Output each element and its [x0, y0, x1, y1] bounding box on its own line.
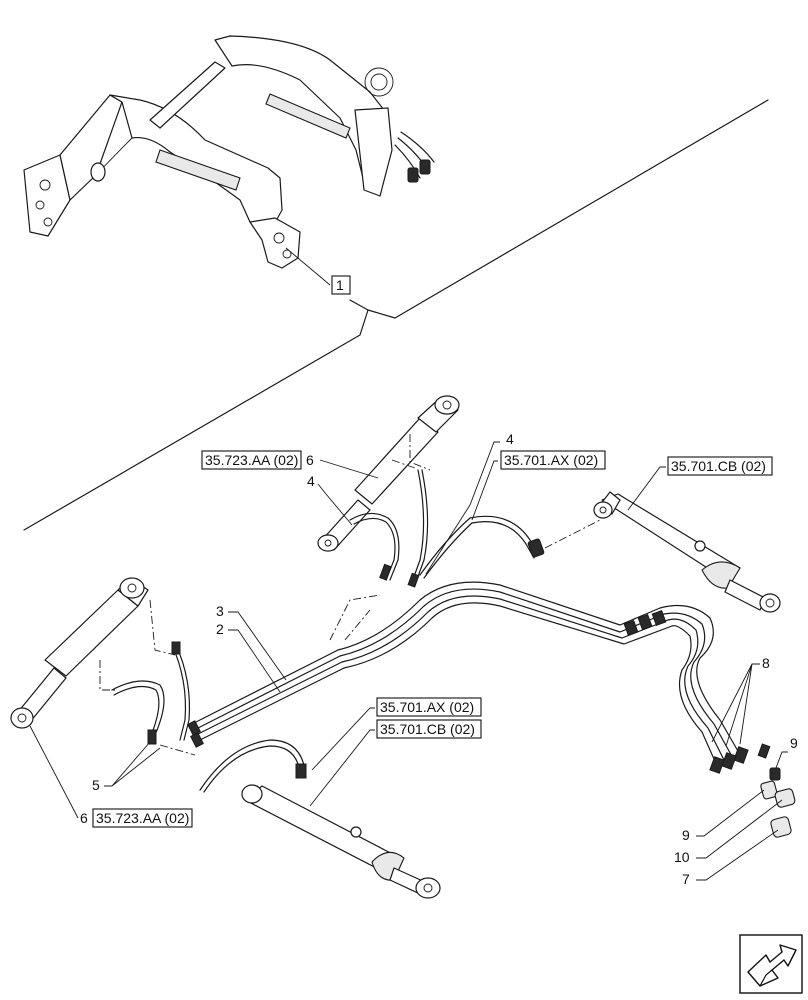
steel-tubes-items-2-3 — [187, 594, 381, 748]
callout-7: 7 — [682, 829, 779, 887]
ref-box-701-cb-bottom: 35.701.CB (02) — [309, 719, 482, 807]
callout-1: 1 — [285, 247, 351, 295]
svg-text:35.723.AA (02): 35.723.AA (02) — [96, 810, 189, 826]
ref-box-723-bottom: 6 35.723.AA (02) — [29, 725, 193, 828]
callout-5: 5 — [92, 741, 161, 793]
svg-text:5: 5 — [92, 777, 100, 793]
svg-text:6: 6 — [80, 810, 88, 826]
svg-text:9: 9 — [682, 827, 690, 843]
left-bottom-cylinder — [10, 577, 176, 729]
callout-4-left: 4 — [307, 473, 353, 526]
loader-frame-illustration — [23, 35, 435, 269]
ref-box-723-top: 35.723.AA (02) 6 — [201, 450, 379, 479]
svg-text:35.701.CB (02): 35.701.CB (02) — [380, 721, 475, 737]
callout-4-right: 4 — [425, 431, 514, 575]
callout-9-left: 9 — [682, 789, 765, 843]
callout-10: 10 — [674, 799, 783, 865]
hose-item-4-left — [349, 469, 429, 588]
ref-box-701-ax-top: 35.701.AX (02) — [471, 450, 606, 521]
svg-text:10: 10 — [674, 849, 690, 865]
left-lift-cylinder — [317, 395, 460, 552]
section-divider — [23, 99, 769, 531]
hose-bundle-item-8 — [337, 581, 771, 774]
right-tilt-cylinder — [593, 491, 781, 613]
svg-text:35.701.CB (02): 35.701.CB (02) — [671, 458, 766, 474]
fittings-items-7-9-10 — [760, 767, 796, 838]
svg-text:2: 2 — [216, 621, 224, 637]
callout-8: 8 — [711, 655, 770, 747]
bottom-center-cylinder — [241, 784, 441, 899]
svg-text:35.701.AX (02): 35.701.AX (02) — [504, 452, 598, 468]
callout-9-right: 9 — [775, 735, 798, 769]
ref-box-701-cb-top: 35.701.CB (02) — [627, 456, 773, 511]
lower-cylinder-hose — [199, 739, 307, 793]
ref-box-701-ax-bottom: 35.701.AX (02) — [311, 697, 482, 771]
callout-2: 2 — [216, 621, 281, 693]
svg-text:1: 1 — [336, 277, 344, 293]
svg-text:35.701.AX (02): 35.701.AX (02) — [380, 699, 474, 715]
hose-item-4-right — [419, 515, 601, 579]
svg-text:7: 7 — [682, 871, 690, 887]
svg-text:3: 3 — [216, 603, 224, 619]
svg-text:6: 6 — [306, 452, 314, 468]
hoses-item-5 — [111, 641, 196, 756]
svg-text:9: 9 — [790, 735, 798, 751]
svg-text:35.723.AA (02): 35.723.AA (02) — [205, 452, 298, 468]
svg-text:4: 4 — [307, 473, 315, 489]
next-page-arrow-icon[interactable] — [739, 934, 803, 994]
svg-text:4: 4 — [506, 431, 514, 447]
callout-3: 3 — [216, 603, 287, 681]
svg-text:8: 8 — [762, 655, 770, 671]
